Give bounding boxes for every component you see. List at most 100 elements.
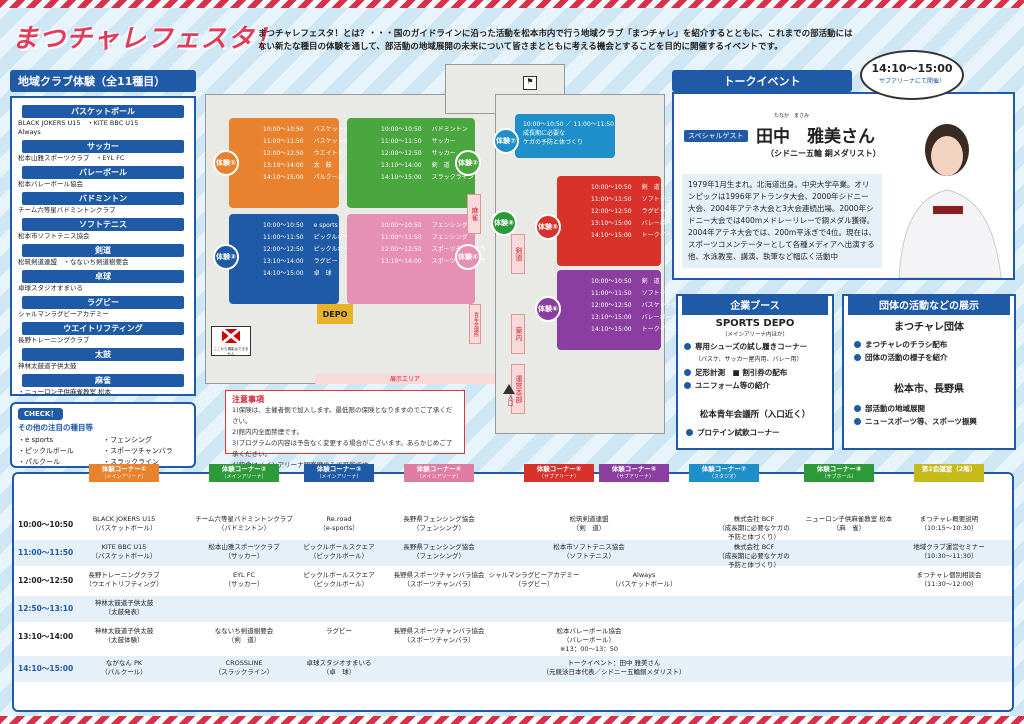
zone-6-badge: 体験⑥: [535, 296, 561, 322]
zone-cell: 11:00～11:50: [381, 138, 422, 145]
schedule-cell: チーム六等星バドミントンクラブ （バドミントン）: [195, 515, 293, 532]
bullet-icon: [686, 429, 693, 436]
zone-cell: 11:00～11:50: [263, 234, 304, 241]
zone-text: ケガの予防と体づくり: [523, 139, 584, 146]
schedule-cell: 長野トレーニングクラブ （ウエイトリフティング）: [85, 571, 163, 588]
schedule-cell: ピックルボールスクエア （ピックルボール）: [303, 543, 375, 560]
tab-label: 体験コーナー②: [221, 465, 267, 473]
tab-sub: （メインアリーナ）: [221, 474, 267, 480]
club-name: 松本バレーボール協会: [18, 180, 83, 188]
club-name: BLACK JOKERS U15 ・KITE BBC U15: [18, 119, 139, 127]
schedule-cell: 神林太鼓道子供太鼓 （太鼓発表）: [94, 599, 154, 616]
club-name: ・ニューロン子供麻雀教室 松本: [18, 388, 112, 396]
club-name: Always: [18, 128, 41, 136]
group-item: 団体の活動の様子を紹介: [854, 351, 948, 364]
intro-text: まつチャレフェスタ！とは？・・・国のガイドラインに沿った活動を松本市内で行う地域…: [258, 29, 853, 52]
schedule-cell: Re.road （e-sports）: [319, 515, 359, 532]
zone-cell: ソフトテニス: [641, 290, 678, 297]
info-label: 案内: [511, 314, 525, 354]
schedule-cell: シャルマンラグビーアカデミー （ラグビー）: [488, 571, 580, 588]
zone-cell: サッカー: [431, 150, 456, 157]
exhibit-area: 展示エリア: [315, 374, 495, 384]
zone-cell: 12:00～12:50: [591, 208, 632, 215]
zone-cell: 10:00～10:50: [263, 222, 304, 229]
zone-1-badge: 体験①: [213, 150, 239, 176]
schedule-cell: Always （バスケットボール）: [611, 571, 677, 588]
schedule-tab: 体験コーナー⑤（サブアリーナ）: [524, 464, 594, 482]
bullet-icon: [854, 418, 861, 425]
booth-item-text: （バスケ、サッカー屋内用、バレー用）: [695, 356, 803, 363]
zone-cell: 剣 道: [431, 162, 450, 169]
schedule-time: 12:00～12:50: [18, 576, 74, 585]
zone-cell: 13:10～15:00: [591, 314, 632, 321]
zone-cell: 11:00～11:50: [591, 196, 632, 203]
zone-cell: 13:10～15:00: [591, 220, 632, 227]
zone-row: 13:10～15:00 バレーボール: [591, 312, 678, 324]
zone-cell: 13:10～14:00: [381, 258, 422, 265]
event-title: まつチャレフェスタ！: [12, 24, 282, 54]
zone-cell: ピックルボール: [313, 246, 356, 253]
zone-5-badge: 体験⑤: [535, 214, 561, 240]
zone-text: 成長期に必要な: [523, 130, 566, 137]
kendo-label: 剣道: [511, 234, 525, 274]
notice-box: 注意事項 1)保険は、主催者側で加入します。最低限の保険となりますのでご了承くだ…: [225, 390, 465, 469]
club-list-header: 地域クラブ体験（全11種目）: [10, 70, 196, 92]
guest-subtitle: （シドニー五輪 銅メダリスト）: [766, 149, 881, 158]
zone-cell: e sports: [313, 222, 338, 229]
zone-cell: スラックライン: [431, 174, 474, 181]
booth-item-text: ユニフォーム等の紹介: [695, 381, 770, 390]
zone-cell: バレーボール: [641, 314, 678, 321]
bullet-icon: [684, 369, 691, 376]
bullet-icon: [854, 405, 861, 412]
guest-ruby: たなか まさみ: [774, 113, 810, 119]
schedule-cell: 松本市ソフトテニス協会 （ソフトテニス）: [553, 543, 625, 560]
jc-label: 青年会議所: [469, 304, 481, 344]
schedule-cell: 株式会社 BCF （成長期に必要なケガの 予防と体づくり）: [718, 515, 790, 541]
tab-label: 第2会議室（2階）: [921, 465, 977, 473]
group-item-text: まつチャレのチラシ配布: [865, 340, 948, 349]
zone-4-badge: 体験④: [455, 244, 481, 270]
schedule-tab: 体験コーナー⑧（サブホール）: [804, 464, 874, 482]
booth-item-text: 足形計測 ■ 割引券の配布: [695, 368, 788, 377]
talk-time: 14:10～15:00: [871, 62, 953, 75]
schedule-tab: 体験コーナー③（メインアリーナ）: [304, 464, 374, 482]
notice-title: 注意事項: [232, 395, 264, 404]
talk-event-panel: トークイベント スペシャルゲスト たなか まさみ 田中 雅美さん （シドニー五輪…: [672, 50, 1015, 280]
group-item-text: 部活動の地域展開: [865, 404, 925, 413]
club-name: 神林太鼓道子供太鼓: [18, 362, 77, 370]
check-item: ・パルクール: [18, 458, 60, 466]
zone-cell: 10:00～10:50: [381, 126, 422, 133]
club-category: サッカー: [22, 140, 184, 153]
zone-cell: ピックルボール: [313, 234, 356, 241]
group-exhibit-panel: 団体の活動などの展示 まつチャレ団体 まつチャレのチラシ配布団体の活動の様子を紹…: [842, 294, 1016, 450]
bottom-stripe: [0, 716, 1024, 724]
tab-label: 体験コーナー⑥: [611, 465, 657, 473]
zone-cell: トークイベント: [641, 326, 684, 333]
guest-photo: [889, 110, 1009, 279]
group-item: ニュースポーツ等、スポーツ振興: [854, 415, 977, 428]
tab-sub: （サブアリーナ）: [613, 474, 654, 480]
zone-cell: 剣 道: [641, 184, 660, 191]
schedule-cell: CROSSLINE （スラックライン）: [214, 659, 274, 676]
